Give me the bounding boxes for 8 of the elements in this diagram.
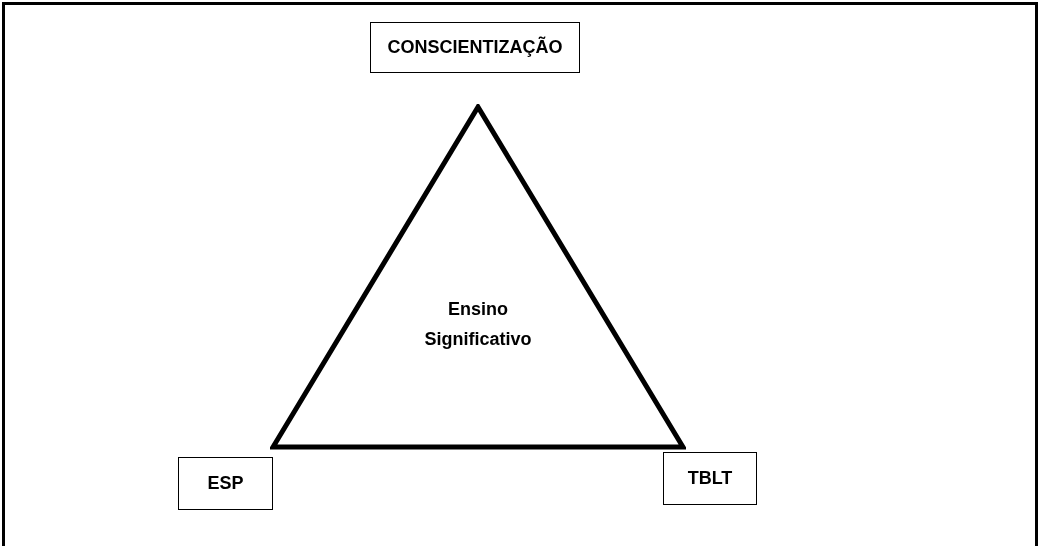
triangle [270,104,686,450]
node-label: CONSCIENTIZAÇÃO [387,37,563,58]
label-box [178,457,273,510]
label-box [663,452,757,505]
node-label: TBLT [687,468,733,489]
label-box [370,22,580,73]
node-label: ESP [207,473,244,494]
node-label: Ensino Significativo [423,298,533,351]
